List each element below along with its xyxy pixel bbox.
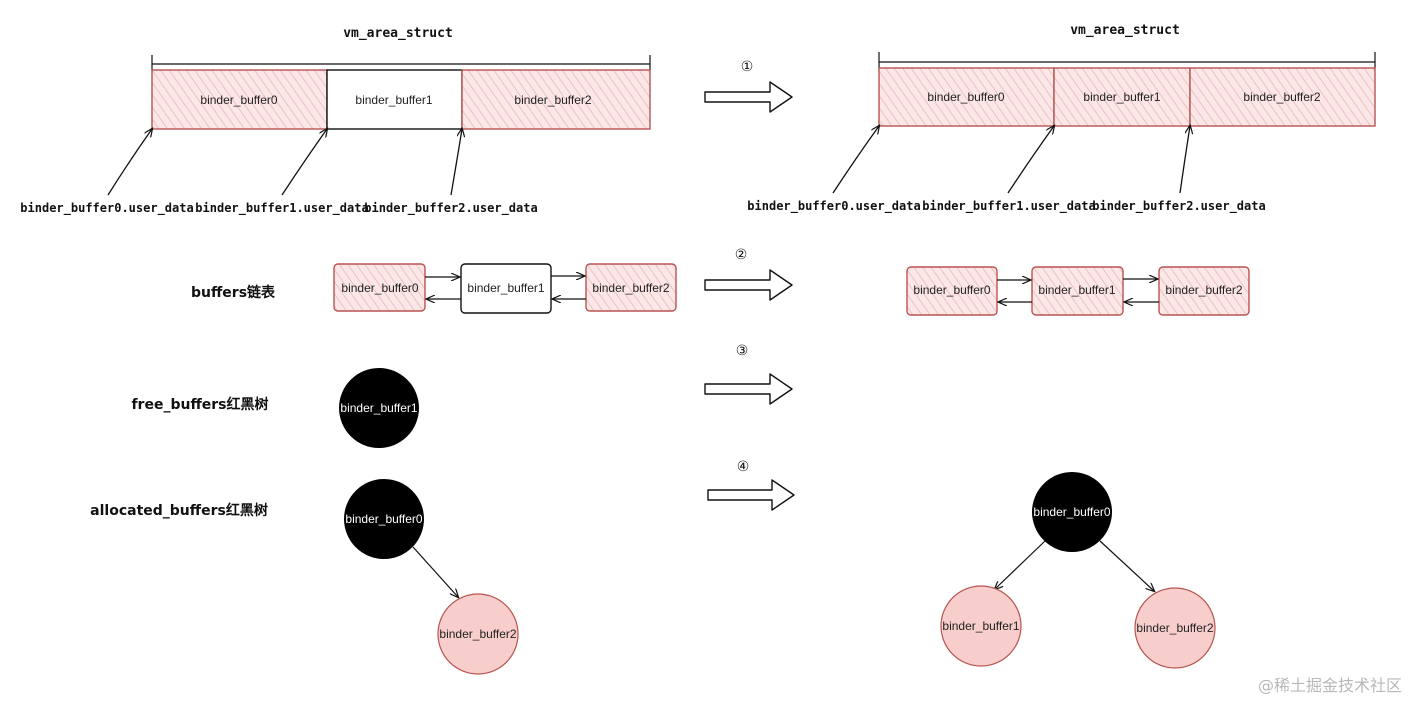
pointer-arrow-before-0 [107, 129, 152, 196]
alloc-tree-root-after [1032, 472, 1112, 552]
list-node-label-after-0: binder_buffer0 [913, 283, 991, 297]
row-label-free-tree: free_buffers红黑树 [131, 396, 268, 413]
buffers-list-before: binder_buffer0 binder_buffer1 binder_buf… [333, 263, 677, 314]
step-number-1: ① [741, 59, 754, 75]
step-number-2: ② [735, 247, 748, 263]
step-number-3: ③ [736, 343, 749, 359]
vma-after: vm_area_struct binder_buffer0 binder_buf… [747, 23, 1376, 214]
list-node-before-2 [585, 263, 677, 312]
allocated-tree-after: binder_buffer0 binder_buffer1 binder_buf… [940, 472, 1216, 669]
alloc-tree-right-label-after: binder_buffer2 [1136, 621, 1214, 635]
pointer-arrow-after-1 [1007, 126, 1054, 194]
watermark-text: @稀土掘金技术社区 [1258, 676, 1402, 695]
pointer-label-after-2: binder_buffer2.user_data [1092, 199, 1265, 214]
list-node-after-0 [906, 266, 998, 316]
list-node-before-0 [333, 263, 426, 312]
vma-bracket-before [151, 55, 651, 70]
step-2: ② [704, 247, 793, 301]
list-node-label-before-1: binder_buffer1 [467, 281, 545, 295]
vma-segment-label-before-2: binder_buffer2 [514, 93, 592, 107]
step-arrow-icon-1 [704, 81, 793, 113]
alloc-tree-child-label-before: binder_buffer2 [439, 627, 517, 641]
alloc-tree-edge-left-after [995, 540, 1046, 589]
row-label-buffers-list: buffers链表 [191, 284, 276, 301]
vma-segment-after-0 [878, 67, 1055, 127]
alloc-tree-child-before [437, 593, 519, 675]
allocated-tree-before: binder_buffer0 binder_buffer2 [344, 479, 519, 675]
alloc-tree-root-before [344, 479, 424, 559]
pointer-arrow-before-1 [281, 129, 327, 196]
list-node-after-1 [1031, 266, 1124, 316]
list-node-label-before-2: binder_buffer2 [592, 281, 670, 295]
list-node-after-2 [1158, 266, 1250, 316]
pointer-label-before-0: binder_buffer0.user_data [20, 201, 193, 216]
free-tree-node [339, 368, 419, 448]
vma-segment-before-0 [151, 69, 328, 130]
alloc-tree-root-label-after: binder_buffer0 [1033, 505, 1111, 519]
vma-title-after: vm_area_struct [1070, 23, 1180, 38]
vma-segment-after-2 [1189, 67, 1376, 127]
vma-segment-label-after-2: binder_buffer2 [1243, 90, 1321, 104]
list-node-before-1 [460, 263, 552, 314]
list-node-label-before-0: binder_buffer0 [341, 281, 419, 295]
pointer-label-after-0: binder_buffer0.user_data [747, 199, 920, 214]
step-number-4: ④ [737, 459, 750, 475]
alloc-tree-left-label-after: binder_buffer1 [942, 619, 1020, 633]
vma-segment-label-before-0: binder_buffer0 [200, 93, 278, 107]
vma-segment-before-2 [461, 69, 651, 130]
vma-segment-before-1 [326, 69, 463, 130]
vma-segment-label-after-0: binder_buffer0 [927, 90, 1005, 104]
pointer-label-after-1: binder_buffer1.user_data [922, 199, 1095, 214]
free-tree-before: binder_buffer1 [339, 368, 419, 448]
pointer-label-before-1: binder_buffer1.user_data [195, 201, 368, 216]
list-node-label-after-1: binder_buffer1 [1038, 283, 1116, 297]
step-4: ④ [707, 459, 795, 511]
pointer-arrow-after-0 [832, 126, 879, 194]
buffers-list-after: binder_buffer0 binder_buffer1 binder_buf… [906, 266, 1250, 316]
vma-bracket-after [878, 52, 1376, 68]
alloc-tree-edge-before [412, 546, 458, 597]
alloc-tree-left-after [940, 585, 1022, 667]
list-node-label-after-2: binder_buffer2 [1165, 283, 1243, 297]
vma-segment-label-before-1: binder_buffer1 [355, 93, 433, 107]
step-arrow-icon-4 [707, 479, 795, 511]
alloc-tree-right-after [1134, 587, 1216, 669]
vma-segment-after-1 [1053, 67, 1191, 127]
step-3: ③ [704, 343, 793, 405]
alloc-tree-edge-right-after [1099, 540, 1154, 591]
free-tree-node-label: binder_buffer1 [340, 401, 418, 415]
pointer-arrow-after-2 [1179, 126, 1190, 194]
vma-before: vm_area_struct binder_buffer0 binder_buf… [20, 26, 651, 216]
pointer-arrow-before-2 [450, 129, 462, 196]
step-arrow-icon-2 [704, 269, 793, 301]
row-label-allocated-tree: allocated_buffers红黑树 [90, 502, 268, 519]
pointer-label-before-2: binder_buffer2.user_data [364, 201, 537, 216]
step-1: ① [704, 59, 793, 113]
alloc-tree-root-label-before: binder_buffer0 [345, 512, 423, 526]
vma-segment-label-after-1: binder_buffer1 [1083, 90, 1161, 104]
step-arrow-icon-3 [704, 373, 793, 405]
vma-title-before: vm_area_struct [343, 26, 453, 41]
